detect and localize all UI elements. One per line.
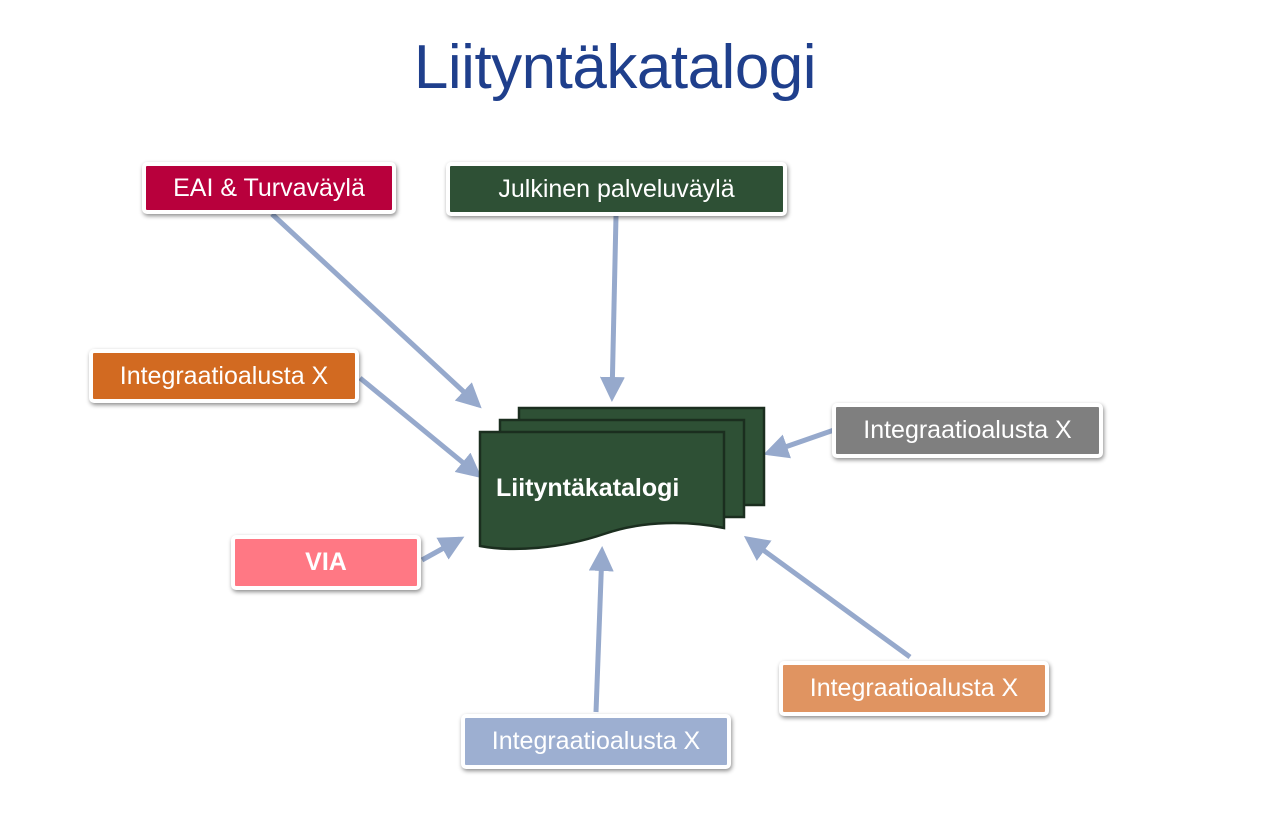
- node-jpv-label: Julkinen palveluväylä: [498, 174, 735, 203]
- node-ia-bottom-right-label: Integraatioalusta X: [809, 674, 1019, 702]
- slide-title: Liityntäkatalogi: [413, 33, 817, 102]
- arrow-ia-bottom-to-hub: [588, 546, 614, 713]
- node-ia-right-label: Integraatioalusta X: [863, 416, 1072, 444]
- arrow-eai-to-hub: [270, 212, 482, 409]
- node-ia-bottom-label: Integraatioalusta X: [491, 727, 701, 755]
- node-integraatioalusta-bottom-right: Integraatioalusta X: [779, 661, 1049, 716]
- node-ia-left-label: Integraatioalusta X: [119, 361, 329, 390]
- hub-label: Liityntäkatalogi: [496, 474, 680, 502]
- hub-front-page: [478, 430, 726, 551]
- arrow-jpv-to-hub: [599, 215, 625, 402]
- hub-document-stack: [478, 406, 766, 551]
- node-eai-turvavayla: EAI & Turvaväylä: [142, 162, 396, 214]
- arrows: [270, 212, 912, 713]
- arrow-ia-left-to-hub: [358, 376, 482, 479]
- node-integraatioalusta-right: Integraatioalusta X: [832, 403, 1103, 458]
- node-julkinen-palveluvayla: Julkinen palveluväylä: [446, 162, 787, 216]
- node-via-label: VIA: [305, 548, 347, 576]
- node-integraatioalusta-bottom: Integraatioalusta X: [461, 714, 731, 769]
- arrow-ia-bottom-right-to-hub: [743, 536, 912, 660]
- node-integraatioalusta-left: Integraatioalusta X: [89, 349, 359, 403]
- node-eai-label: EAI & Turvaväylä: [173, 173, 365, 202]
- arrow-via-to-hub: [420, 536, 465, 563]
- node-via: VIA: [231, 535, 421, 590]
- arrow-ia-right-to-hub: [763, 427, 835, 459]
